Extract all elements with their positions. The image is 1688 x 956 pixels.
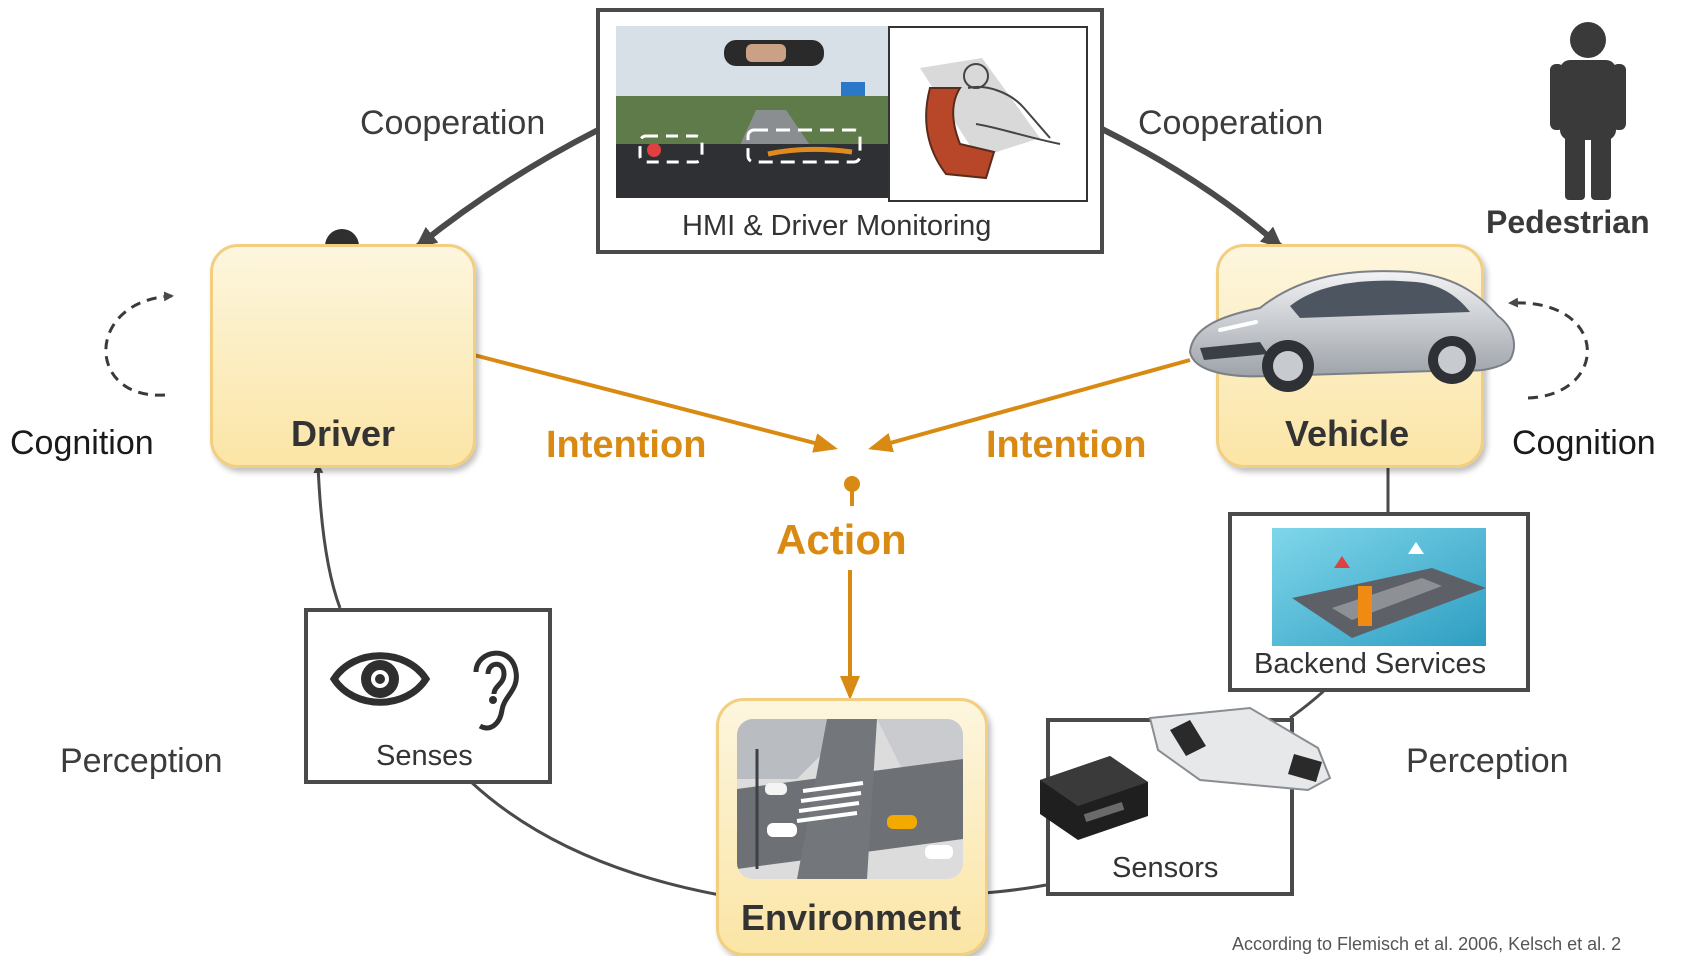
perception-arrow-left [313, 463, 342, 609]
senses-caption: Senses [376, 740, 473, 772]
eye-icon [330, 652, 430, 706]
vehicle-car-image [1188, 270, 1515, 392]
cognition-label-right: Cognition [1512, 424, 1656, 462]
backend-caption: Backend Services [1254, 648, 1487, 680]
cooperation-label-left: Cooperation [360, 104, 546, 142]
senses-panel: Senses [304, 608, 552, 784]
perception-line-bottom-left [468, 779, 721, 897]
cooperation-arrow-left [414, 127, 600, 249]
cognition-loop-left [104, 291, 174, 397]
cognition-label-left: Cognition [10, 424, 154, 462]
hmi-windshield-image [616, 26, 888, 198]
environment-node: Environment [716, 698, 988, 956]
driver-node-title: Driver [291, 413, 396, 454]
cognition-loop-right [1508, 297, 1589, 400]
sensors-caption: Sensors [1112, 852, 1219, 884]
cooperation-label-right: Cooperation [1138, 104, 1324, 142]
intention-arrow-left [473, 353, 838, 453]
ear-icon [473, 650, 519, 731]
citation-footnote: According to Flemisch et al. 2006, Kelsc… [1232, 934, 1622, 954]
hmi-panel: HMI & Driver Monitoring [596, 8, 1104, 254]
perception-label-right: Perception [1406, 742, 1569, 780]
intention-label-left: Intention [546, 424, 707, 466]
driver-node: Driver [210, 244, 476, 468]
hmi-caption: HMI & Driver Monitoring [682, 210, 992, 242]
environment-node-title: Environment [741, 897, 962, 938]
backend-panel: Backend Services [1228, 512, 1530, 692]
pedestrian-label: Pedestrian [1486, 204, 1650, 240]
driver-monitoring-seat-image [888, 26, 1088, 202]
perception-label-left: Perception [60, 742, 223, 780]
intention-arrow-right [868, 358, 1191, 453]
cooperation-arrow-right [1098, 125, 1284, 249]
intention-label-right: Intention [986, 424, 1147, 466]
action-dot [844, 476, 860, 492]
perception-line-bottom-right [983, 883, 1047, 895]
pedestrian-icon [1550, 22, 1626, 200]
backend-map-image [1272, 528, 1486, 646]
environment-intersection-image [737, 719, 963, 879]
vehicle-node-title: Vehicle [1285, 413, 1410, 454]
driver-node-edge-gap [172, 262, 212, 402]
action-label: Action [776, 516, 907, 563]
sensors-hardware-image [1040, 706, 1332, 840]
